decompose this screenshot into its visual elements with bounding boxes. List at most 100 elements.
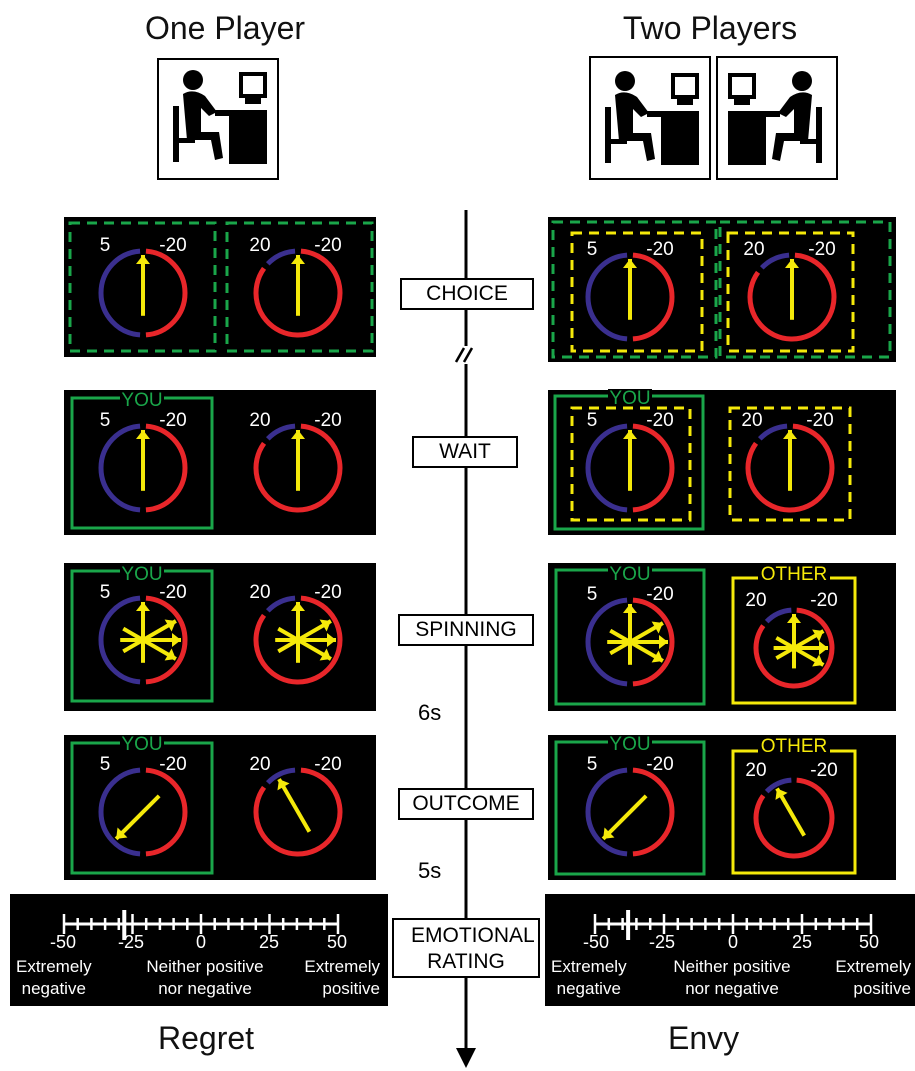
wheel-arrow-1-head <box>164 619 176 632</box>
wheel-value-right: -20 <box>314 582 341 603</box>
wheel-loss-arc <box>98 423 141 513</box>
wheel-value-left: 20 <box>249 754 270 775</box>
wheel-gain-arc <box>745 423 835 513</box>
outcome-you-label-r-bg <box>608 735 652 755</box>
wheel-value-right: -20 <box>314 410 341 431</box>
wheel-arrow-1-head <box>651 621 663 634</box>
choice-box-a-y <box>570 231 704 353</box>
wheel-loss-arc <box>757 423 788 441</box>
wheel-gain-arc <box>632 597 675 687</box>
wheel-arrow-2 <box>775 636 825 667</box>
tick-0: 0 <box>728 932 739 952</box>
outcome-other-label-bg <box>758 737 830 757</box>
wait-box-a-y <box>570 406 692 522</box>
tick-neg25: -25 <box>649 932 676 952</box>
wheel-arrow-0-head <box>783 430 797 439</box>
wheel-value-right: -20 <box>646 239 673 260</box>
wheel-arrow-0 <box>114 794 161 841</box>
wheel-value-right: -20 <box>810 760 837 781</box>
wheel-loss-arc <box>98 595 141 685</box>
wheel-gain-arc <box>747 252 837 342</box>
tick-neg25: -25 <box>118 932 145 952</box>
wheel-gain-arc <box>253 595 343 685</box>
rating-scale-envy <box>593 910 873 940</box>
stage-emotional-rating: EMOTIONAL RATING <box>392 918 540 978</box>
panel-wait-right <box>548 390 896 535</box>
spin-you-label: YOU <box>121 564 162 585</box>
stage-emotional-rating-text: EMOTIONAL RATING <box>411 924 535 973</box>
choice-box-b-y <box>726 231 855 353</box>
single-player-icon <box>157 58 279 180</box>
wheel-value-right: -20 <box>810 590 837 611</box>
wheel-arrow-0-head <box>623 604 637 613</box>
wheel-loss-arc <box>265 248 296 266</box>
outcome-other-label: OTHER <box>761 736 828 757</box>
wheel-value-left: 5 <box>100 754 111 775</box>
stage-choice: CHOICE <box>400 278 534 310</box>
wait-you-label-r: YOU <box>609 388 650 409</box>
wheel-loss-arc <box>585 252 628 342</box>
wheel-arrow-1-head <box>319 619 331 632</box>
wheel-value-right: -20 <box>808 239 835 260</box>
wheel-loss-arc <box>585 597 628 687</box>
panel-choice-right <box>548 217 896 362</box>
wheel-loss-arc <box>585 767 628 857</box>
tick-neg50: -50 <box>583 932 610 952</box>
wheel-value-left: 20 <box>249 410 270 431</box>
rating-tick-labels-regret: -50 -25 0 25 50 <box>10 932 388 952</box>
player-two-icon <box>716 56 838 180</box>
choice-box-b <box>225 221 374 353</box>
spin-other-label-bg <box>758 565 830 585</box>
wheel-loss-arc <box>265 767 296 785</box>
wheel-value-left: 5 <box>100 582 111 603</box>
wait-you-label-bg <box>120 391 164 411</box>
wheel-gain-arc <box>632 767 675 857</box>
wheel-arrow-0-head <box>291 255 305 264</box>
wheel-value-left: 5 <box>100 235 111 256</box>
wheel-gain-arc <box>253 423 343 513</box>
wheel-gain-arc <box>253 767 343 857</box>
envy-label: Envy <box>668 1020 740 1056</box>
wheel-loss-arc <box>764 777 792 794</box>
rating-scale-regret <box>62 910 340 940</box>
spin-you-label-r: YOU <box>609 564 650 585</box>
wheel-loss-arc <box>265 423 296 441</box>
rating-tick-labels-envy: -50 -25 0 25 50 <box>545 932 915 952</box>
wheel-value-left: 5 <box>587 410 598 431</box>
choice-box-a-g <box>551 220 718 359</box>
wheel-arrow-1 <box>609 621 664 656</box>
wait-you-label-r-bg <box>608 389 652 409</box>
wheel-arrow-1 <box>122 619 177 654</box>
wheel-loss-arc <box>98 248 141 338</box>
wheel-arrow-2 <box>609 628 664 663</box>
wheel-arrow-0-head <box>623 259 637 268</box>
wheel-value-left: 20 <box>745 760 766 781</box>
wheel-arrow-0 <box>277 778 312 833</box>
wheel-gain-arc <box>632 423 675 513</box>
stage-wait: WAIT <box>412 436 518 468</box>
wheel-value-left: 5 <box>100 410 111 431</box>
wheel-value-right: -20 <box>314 235 341 256</box>
wheel-value-right: -20 <box>314 754 341 775</box>
wheel-gain-arc <box>632 252 675 342</box>
wheel-arrow-0 <box>775 787 806 837</box>
wheel-value-right: -20 <box>646 754 673 775</box>
stage-spinning: SPINNING <box>398 614 534 646</box>
outcome-you-label-r: YOU <box>609 734 650 755</box>
wheel-arrow-0-head <box>787 614 801 623</box>
wheel-gain-arc <box>753 607 835 689</box>
tick-50: 50 <box>327 932 348 952</box>
wheel-gain-arc <box>753 777 835 859</box>
outcome-you-label: YOU <box>121 734 162 755</box>
wheel-arrow-2-head <box>812 654 824 667</box>
panel-choice-left <box>64 217 376 357</box>
spin-you-label-bg <box>120 565 164 585</box>
tick-0: 0 <box>196 932 207 952</box>
wheel-value-left: 5 <box>587 584 598 605</box>
wheel-value-right: -20 <box>159 410 186 431</box>
wheel-gain-arc <box>145 595 188 685</box>
